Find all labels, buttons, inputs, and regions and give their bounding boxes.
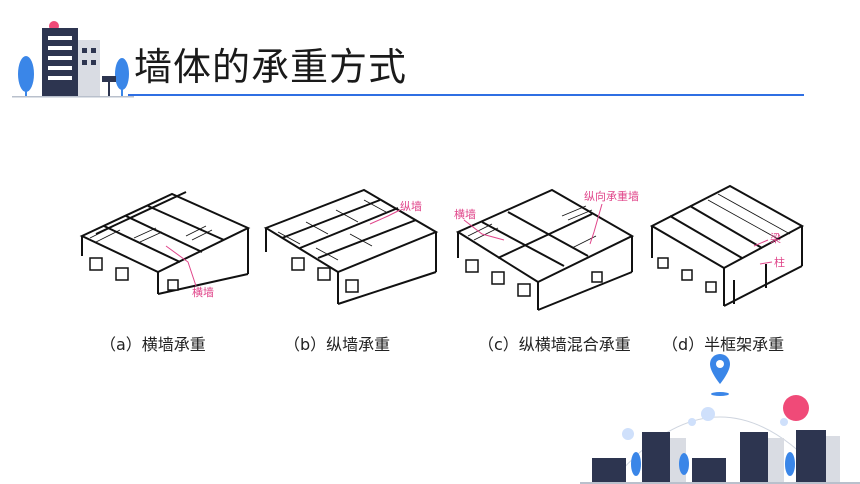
caption-b: （b）纵墙承重: [284, 335, 391, 354]
page-title: 墙体的承重方式: [134, 45, 408, 89]
location-pin-icon: [710, 354, 730, 396]
figure-longitudinal-wall: 纵墙: [260, 176, 440, 306]
longitudinal-wall-drawing: 纵墙: [263, 188, 439, 305]
figure-semi-frame: 梁 柱: [648, 176, 808, 310]
semi-frame-drawing: 梁 柱: [649, 184, 805, 307]
caption-c: （c）纵横墙混合承重: [478, 335, 631, 354]
figure-mixed-wall: 横墙 纵向承重墙: [452, 176, 642, 312]
title-underline: [128, 94, 804, 96]
figure-transverse-wall: 横墙: [76, 176, 256, 306]
slide-header: 墙体的承重方式: [0, 0, 860, 110]
annotation-bearing-longitudinal-wall: 纵向承重墙: [584, 189, 639, 203]
annotation-column: 柱: [774, 255, 785, 269]
caption-d: （d）半框架承重: [662, 335, 785, 354]
caption-a: （a）横墙承重: [100, 335, 206, 354]
mixed-wall-drawing: 横墙 纵向承重墙: [454, 188, 639, 311]
annotation-beam: 梁: [770, 231, 781, 245]
annotation-transverse-wall: 横墙: [192, 285, 214, 299]
city-skyline-decoration: [580, 354, 860, 484]
annotation-cross-wall: 横墙: [454, 207, 476, 221]
annotation-longitudinal-wall: 纵墙: [400, 199, 422, 213]
city-building-logo: [12, 21, 134, 98]
transverse-wall-drawing: 横墙: [79, 191, 251, 299]
